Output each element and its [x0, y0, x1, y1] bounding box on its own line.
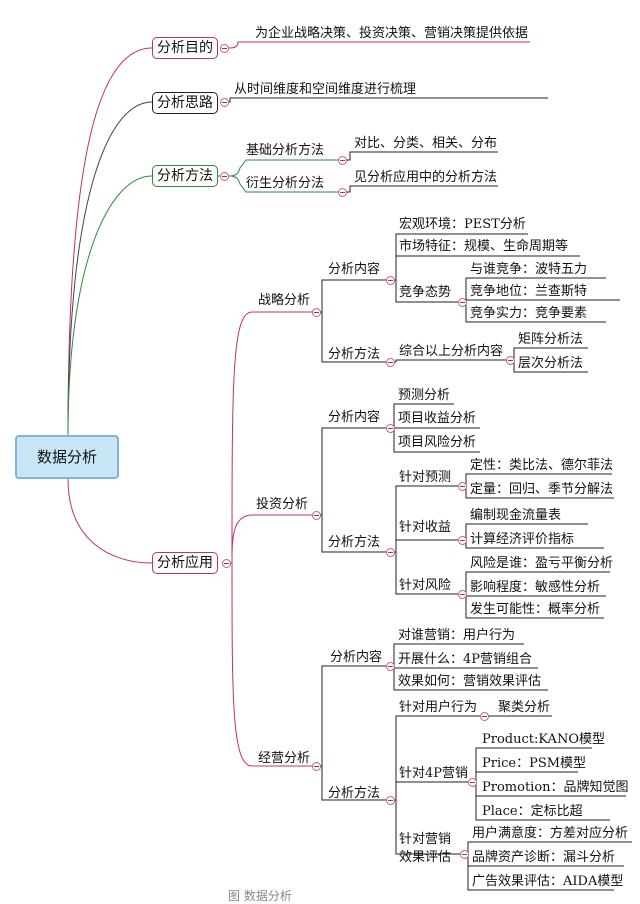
cashflow-table: 编制现金流量表 — [470, 508, 562, 523]
forecast-analysis: 预测分析 — [398, 388, 451, 403]
strategy-method: 分析方法 — [328, 347, 381, 362]
competition-who: 与谁竞争：波特五力 — [470, 262, 588, 277]
for-marketing-eval-2: 效果评估 — [399, 850, 452, 865]
collapse-icon[interactable] — [468, 778, 477, 787]
collapse-icon[interactable] — [458, 298, 467, 307]
derived-methods-note: 见分析应用中的分析方法 — [354, 170, 498, 185]
economic-indicators: 计算经济评价指标 — [470, 532, 575, 547]
collapse-icon[interactable] — [386, 548, 395, 557]
collapse-icon[interactable] — [506, 356, 515, 365]
collapse-icon[interactable] — [222, 559, 231, 568]
collapse-icon[interactable] — [480, 712, 489, 721]
strategy-item-competition: 竞争态势 — [399, 285, 452, 300]
project-return-analysis: 项目收益分析 — [398, 411, 477, 426]
collapse-icon[interactable] — [220, 172, 229, 181]
for-4p: 针对4P营销 — [399, 766, 469, 781]
for-forecast: 针对预测 — [399, 470, 452, 485]
risk-breakeven: 风险是谁：盈亏平衡分析 — [470, 556, 614, 571]
target-marketing: 对谁营销：用户行为 — [398, 628, 516, 643]
basic-methods-list: 对比、分类、相关、分布 — [354, 136, 498, 151]
product-kano: Product:KANO模型 — [482, 732, 605, 747]
branch-methods[interactable]: 分析方法 — [152, 165, 218, 187]
collapse-icon[interactable] — [312, 308, 321, 317]
competition-strength: 竞争实力：竞争要素 — [470, 306, 588, 321]
collapse-icon[interactable] — [312, 762, 321, 771]
investment-content: 分析内容 — [328, 410, 381, 425]
brand-funnel: 品牌资产诊断：漏斗分析 — [472, 850, 616, 865]
investment-analysis: 投资分析 — [256, 497, 309, 512]
price-psm: Price：PSM模型 — [482, 756, 587, 771]
strategy-content: 分析内容 — [328, 262, 381, 277]
cluster-analysis: 聚类分析 — [498, 700, 551, 715]
competition-position: 竞争地位：兰查斯特 — [470, 284, 588, 299]
collapse-icon[interactable] — [458, 536, 467, 545]
risk-sensitivity: 影响程度：敏感性分析 — [470, 580, 601, 595]
marketing-mix: 开展什么：4P营销组合 — [398, 652, 533, 667]
strategy-item-pest: 宏观环境：PEST分析 — [399, 217, 526, 232]
ad-aida: 广告效果评估：AIDA模型 — [472, 874, 624, 889]
project-risk-analysis: 项目风险分析 — [398, 435, 477, 450]
matrix-method: 矩阵分析法 — [518, 332, 584, 347]
quantitative: 定量：回归、季节分解法 — [470, 482, 614, 497]
qualitative: 定性：类比法、德尔菲法 — [470, 458, 614, 473]
collapse-icon[interactable] — [338, 188, 347, 197]
for-marketing-eval-1: 针对营销 — [399, 832, 452, 847]
strategy-item-market: 市场特征：规模、生命周期等 — [399, 239, 569, 254]
approach-text: 从时间维度和空间维度进行梳理 — [234, 82, 417, 97]
satisfaction-analysis: 用户满意度：方差对应分析 — [472, 826, 629, 841]
collapse-icon[interactable] — [386, 358, 395, 367]
for-user-behavior: 针对用户行为 — [399, 700, 478, 715]
strategy-method-combine: 综合以上分析内容 — [399, 344, 504, 359]
promotion-map: Promotion：品牌知觉图 — [482, 780, 629, 795]
collapse-icon[interactable] — [386, 796, 395, 805]
collapse-icon[interactable] — [338, 156, 347, 165]
for-return: 针对收益 — [399, 520, 452, 535]
collapse-icon[interactable] — [386, 424, 395, 433]
derived-methods: 衍生分析分法 — [246, 176, 325, 191]
collapse-icon[interactable] — [460, 850, 469, 859]
strategy-analysis: 战略分析 — [258, 293, 311, 308]
marketing-effect: 效果如何：营销效果评估 — [398, 674, 542, 689]
root-node[interactable]: 数据分析 — [15, 435, 119, 479]
branch-purpose[interactable]: 分析目的 — [152, 37, 218, 59]
collapse-icon[interactable] — [458, 590, 467, 599]
branch-application[interactable]: 分析应用 — [152, 552, 218, 574]
collapse-icon[interactable] — [458, 482, 467, 491]
collapse-icon[interactable] — [386, 276, 395, 285]
for-risk: 针对风险 — [399, 578, 452, 593]
place-benchmark: Place：定标比超 — [482, 804, 583, 819]
operations-analysis: 经营分析 — [258, 751, 311, 766]
purpose-text: 为企业战略决策、投资决策、营销决策提供依据 — [255, 26, 529, 41]
risk-probability: 发生可能性：概率分析 — [470, 602, 601, 617]
operations-method: 分析方法 — [328, 786, 381, 801]
ahp-method: 层次分析法 — [518, 356, 584, 371]
collapse-icon[interactable] — [312, 511, 321, 520]
investment-method: 分析方法 — [328, 535, 381, 550]
collapse-icon[interactable] — [220, 44, 229, 53]
collapse-icon[interactable] — [220, 98, 229, 107]
basic-methods: 基础分析方法 — [246, 143, 325, 158]
collapse-icon[interactable] — [386, 662, 395, 671]
branch-approach[interactable]: 分析思路 — [152, 92, 218, 114]
operations-content: 分析内容 — [330, 650, 383, 665]
